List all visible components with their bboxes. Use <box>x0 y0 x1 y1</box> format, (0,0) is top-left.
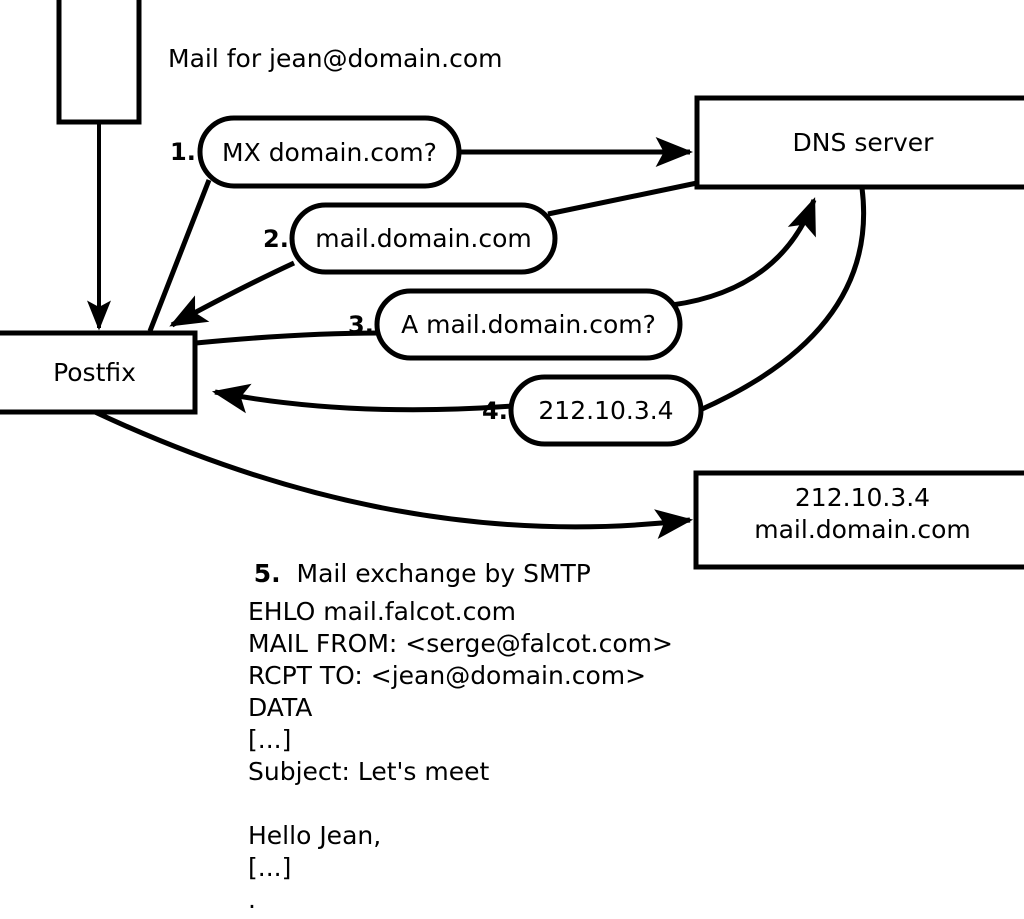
connector-step5-postfix-to-target <box>93 409 694 540</box>
step-number-3: 3. <box>348 311 374 339</box>
connector-step4-dns-to-pill <box>698 187 867 413</box>
connector-step3-pill-to-dns <box>671 197 817 308</box>
mail-for-label: Mail for jean@domain.com <box>168 44 503 73</box>
connector-step1-postfix-to-pill <box>147 179 212 332</box>
postfix-label: Postfix <box>53 358 136 387</box>
smtp-transcript-line: [...] <box>248 853 292 882</box>
smtp-transcript-line: [...] <box>248 725 292 754</box>
step-pill-label-4: 212.10.3.4 <box>538 396 674 425</box>
smtp-transcript-line <box>248 788 673 820</box>
step-number-1: 1. <box>170 138 196 166</box>
target-server-box <box>693 470 1024 570</box>
step5-label-spacer <box>281 559 297 588</box>
postfix-box <box>0 330 198 415</box>
step-number-2: 2. <box>263 225 289 253</box>
smtp-transcript-line: MAIL FROM: <serge@falcot.com> <box>248 629 673 658</box>
step-pill-3 <box>374 288 683 361</box>
step-pill-label-1: MX domain.com? <box>222 138 437 167</box>
step-number-5: 5. <box>253 559 281 588</box>
smtp-transcript-line: . <box>248 885 256 914</box>
target-server-label-line1: 212.10.3.4 <box>794 483 931 512</box>
step-pill-2 <box>289 202 558 275</box>
smtp-transcript-line: Subject: Let's meet <box>248 757 490 786</box>
step-pill-label-2: mail.domain.com <box>315 224 532 253</box>
step-pill-label-3: A mail.domain.com? <box>401 310 656 339</box>
smtp-transcript-line: EHLO mail.falcot.com <box>248 597 517 626</box>
step5-caption: 5. Mail exchange by SMTP <box>206 530 591 617</box>
connector-step2-dns-to-pill <box>547 180 698 217</box>
dns-server-box <box>694 95 1024 190</box>
connector-step4-pill-to-postfix <box>211 383 514 414</box>
smtp-transcript-line: Hello Jean, <box>248 821 382 850</box>
step-number-4: 4. <box>482 397 508 425</box>
connector-step2-pill-to-postfix <box>169 260 296 328</box>
target-server-label-line2: mail.domain.com <box>754 515 971 544</box>
dns-server-label: DNS server <box>792 128 934 157</box>
connector-step3-postfix-to-pill <box>195 330 380 346</box>
smtp-transcript-line: DATA <box>248 693 313 722</box>
smtp-transcript-line: RCPT TO: <jean@domain.com> <box>248 661 647 690</box>
step5-label: Mail exchange by SMTP <box>296 559 591 588</box>
